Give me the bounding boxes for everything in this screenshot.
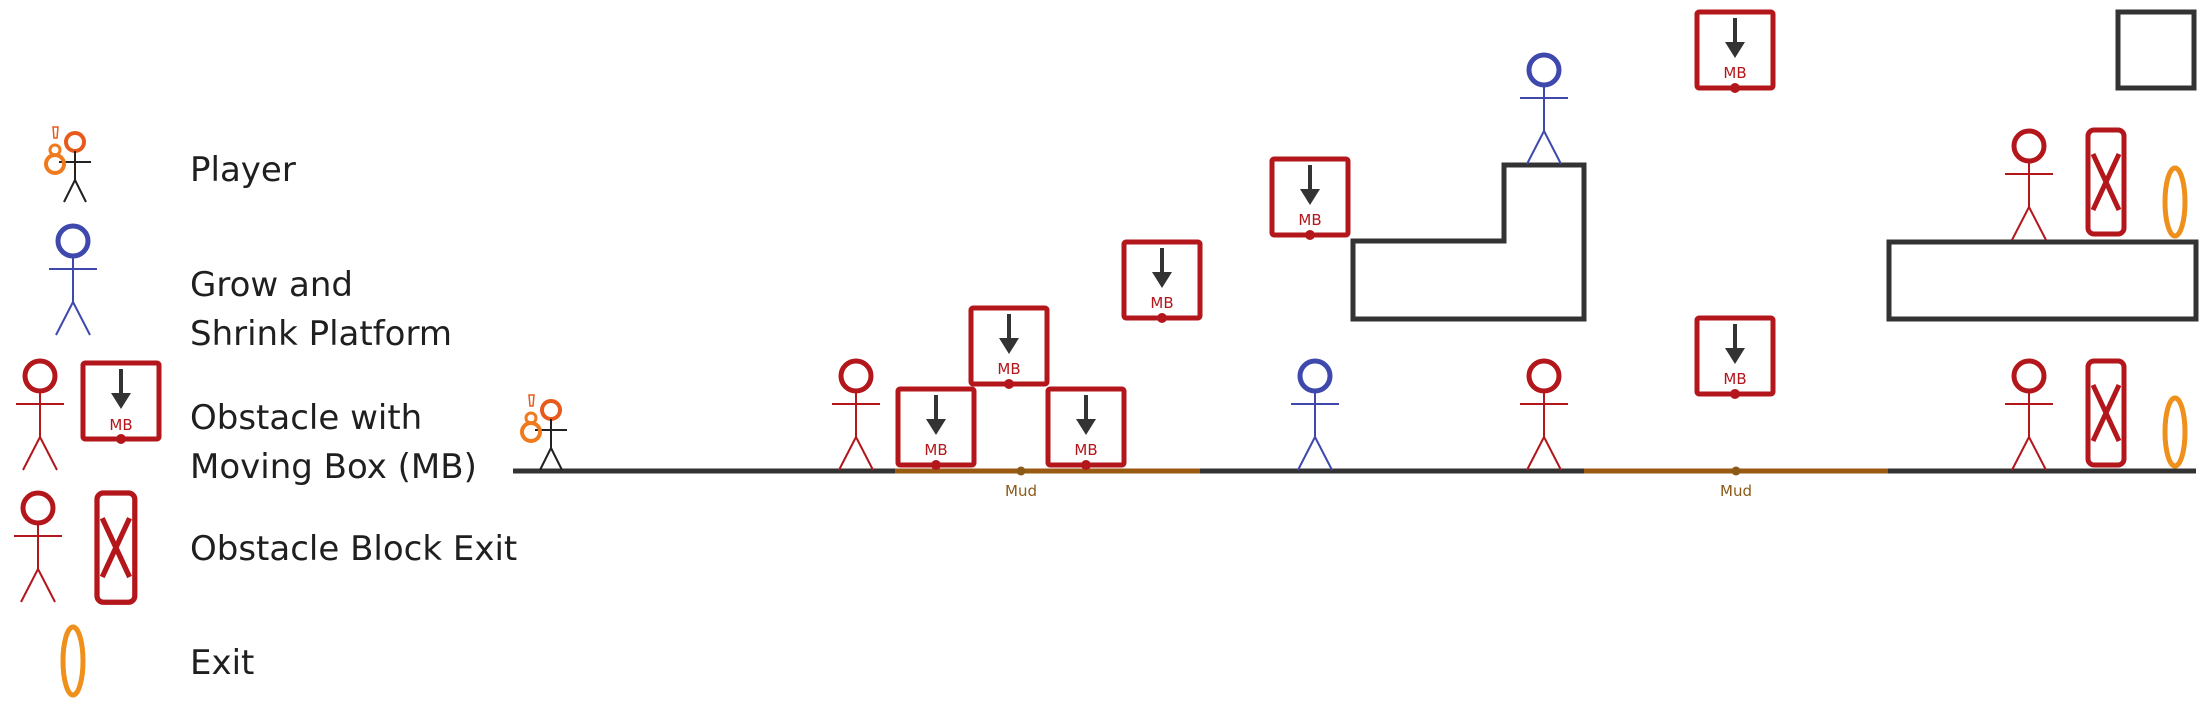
moving-box: MB [1124, 242, 1200, 323]
obstacle-figure [2005, 361, 2053, 470]
mud-marker [1731, 466, 1741, 476]
moving-box: MB [1272, 159, 1348, 240]
mb-label: MB [1723, 64, 1746, 82]
legend-grow-label-line1: Grow and [190, 265, 353, 305]
legend-obstacle-figure-icon [16, 361, 64, 470]
level: Mud Mud MB MB MB MB [513, 9, 2199, 500]
player [520, 393, 569, 472]
mb-label: MB [997, 360, 1020, 378]
obstacle-figure [832, 361, 880, 470]
legend-block-exit-figure-icon [14, 493, 62, 602]
mb-label: MB [1150, 294, 1173, 312]
grow-shrink-figure [1291, 361, 1339, 470]
empty-box [2115, 9, 2197, 91]
exit [2165, 168, 2185, 236]
obstacle-figure [1520, 361, 1568, 470]
grow-shrink-figure [1520, 55, 1568, 164]
right-platform [1886, 239, 2199, 322]
mud-label: Mud [1005, 482, 1037, 500]
obstacle-block-exit [2088, 361, 2124, 465]
legend-player-label: Player [190, 150, 296, 190]
obstacle-figure [2005, 131, 2053, 240]
moving-box: MB [1697, 12, 1773, 93]
exit [2165, 398, 2185, 466]
legend-mb-label: MB [109, 416, 132, 434]
legend-grow-icon [49, 226, 97, 335]
legend-obstacle-label-line1: Obstacle with [190, 398, 422, 438]
legend-moving-box-icon: MB [83, 363, 159, 444]
legend: Player Grow and Shrink Platform MB Obsta… [14, 125, 517, 695]
legend-grow-label-line2: Shrink Platform [190, 314, 452, 354]
legend-exit-icon [63, 627, 83, 695]
legend-obstacle-label-line2: Moving Box (MB) [190, 447, 477, 487]
moving-box: MB [1048, 389, 1124, 470]
obstacle-block-exit [2088, 130, 2124, 234]
mud-label: Mud [1720, 482, 1752, 500]
mb-label: MB [924, 441, 947, 459]
mud-marker [1016, 466, 1026, 476]
l-shaped-platform [1350, 162, 1587, 322]
mb-label: MB [1074, 441, 1097, 459]
legend-block-exit-label: Obstacle Block Exit [190, 529, 517, 569]
moving-box: MB [898, 389, 974, 470]
legend-exit-label: Exit [190, 643, 254, 683]
moving-box: MB [1697, 318, 1773, 399]
mb-label: MB [1298, 211, 1321, 229]
moving-box: MB [971, 308, 1047, 389]
mb-label: MB [1723, 370, 1746, 388]
legend-block-exit-x-icon [97, 493, 135, 602]
legend-player-icon [44, 125, 93, 204]
